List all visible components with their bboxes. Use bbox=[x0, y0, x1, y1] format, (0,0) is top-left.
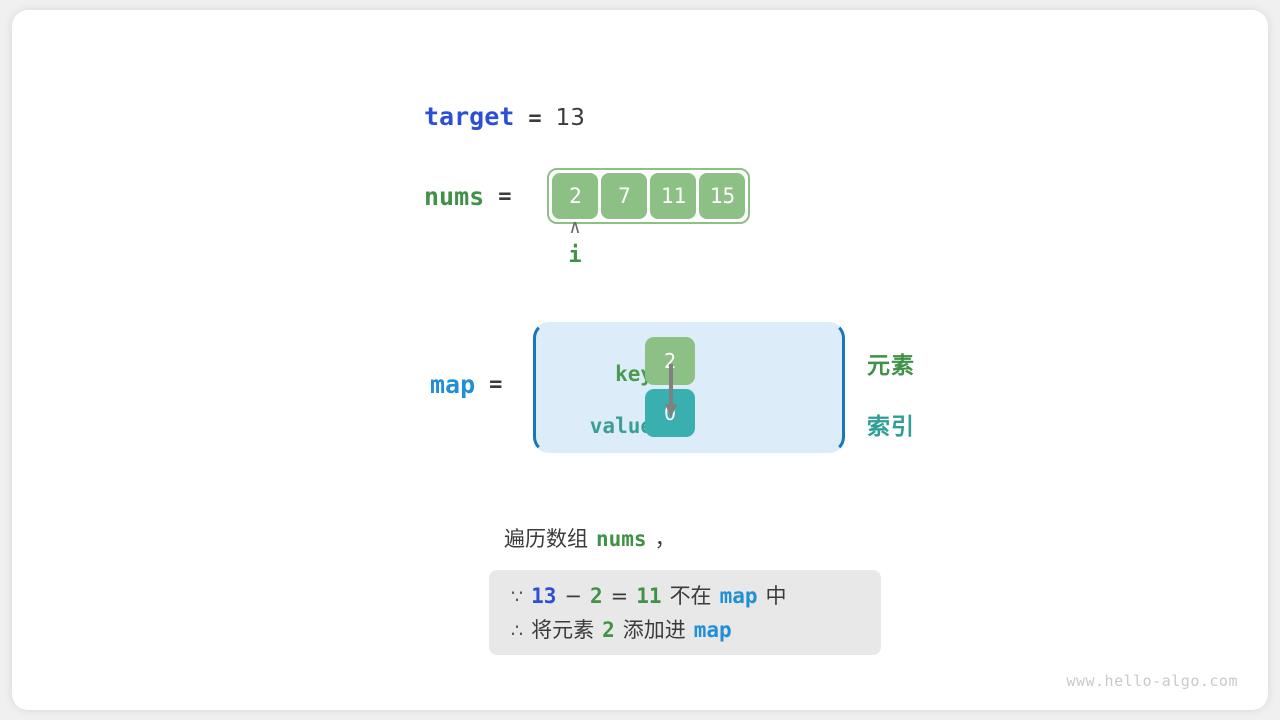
map-value-label: value bbox=[589, 414, 653, 438]
map-entries: key value 2 0 bbox=[533, 322, 845, 453]
map-equals-sign: = bbox=[489, 372, 503, 397]
array-cell: 15 bbox=[699, 173, 746, 219]
target-row: target = 13 bbox=[424, 102, 585, 131]
note1-text-mid: 不在 bbox=[669, 584, 712, 608]
map-value-cell: 0 bbox=[645, 389, 695, 437]
note1-map: map bbox=[719, 584, 758, 608]
array-cell: 2 bbox=[552, 173, 599, 219]
caption-code-nums: nums bbox=[596, 527, 647, 551]
label-element: 元素 bbox=[867, 353, 915, 379]
nums-variable-name: nums bbox=[424, 181, 485, 211]
target-value: 13 bbox=[555, 105, 585, 131]
because-symbol: ∵ bbox=[511, 586, 524, 608]
map-side-labels: 元素 索引 bbox=[867, 346, 915, 468]
target-variable-name: target bbox=[424, 102, 515, 131]
diagram-card: target = 13 nums = 2 7 11 15 ∧ i map = bbox=[12, 10, 1268, 710]
note1-result: 11 bbox=[636, 584, 662, 608]
note1-text-end: 中 bbox=[765, 584, 787, 608]
note1-minus: − bbox=[564, 584, 582, 608]
array-cell: 7 bbox=[601, 173, 648, 219]
note2-num: 2 bbox=[602, 618, 615, 642]
target-equals-sign: = bbox=[528, 106, 542, 131]
note2-map: map bbox=[693, 618, 732, 642]
map-key-label: key bbox=[615, 362, 653, 386]
nums-equals-sign: = bbox=[498, 183, 512, 209]
note1-target: 13 bbox=[531, 584, 557, 608]
label-index: 索引 bbox=[867, 414, 915, 440]
map-key-cell: 2 bbox=[645, 337, 695, 385]
explanation-box: ∵ 13−2 = 11 不在 map 中 ∴ 将元素 2 添加进 map bbox=[489, 570, 881, 655]
array-cell: 11 bbox=[650, 173, 697, 219]
therefore-symbol: ∴ bbox=[511, 620, 524, 642]
note2-text-mid: 添加进 bbox=[622, 618, 686, 642]
map-row: map = bbox=[430, 370, 502, 399]
pointer-caret-icon: ∧ bbox=[569, 216, 581, 238]
explanation-line-1: ∵ 13−2 = 11 不在 map 中 bbox=[511, 580, 859, 614]
explanation-line-2: ∴ 将元素 2 添加进 map bbox=[511, 614, 859, 648]
note1-equals: = bbox=[610, 584, 629, 608]
nums-array: 2 7 11 15 bbox=[547, 168, 751, 224]
watermark: www.hello-algo.com bbox=[1066, 672, 1238, 690]
nums-row: nums = 2 7 11 15 bbox=[424, 168, 751, 224]
caption-prefix: 遍历数组 bbox=[504, 527, 588, 551]
note2-text-start: 将元素 bbox=[531, 618, 595, 642]
map-variable-name: map bbox=[430, 370, 476, 399]
caption-suffix: ， bbox=[654, 527, 676, 551]
caption-line: 遍历数组 nums ， bbox=[504, 523, 676, 553]
note1-num: 2 bbox=[590, 584, 603, 608]
pointer-label-i: i bbox=[568, 243, 582, 268]
index-pointer: ∧ i bbox=[552, 218, 598, 269]
